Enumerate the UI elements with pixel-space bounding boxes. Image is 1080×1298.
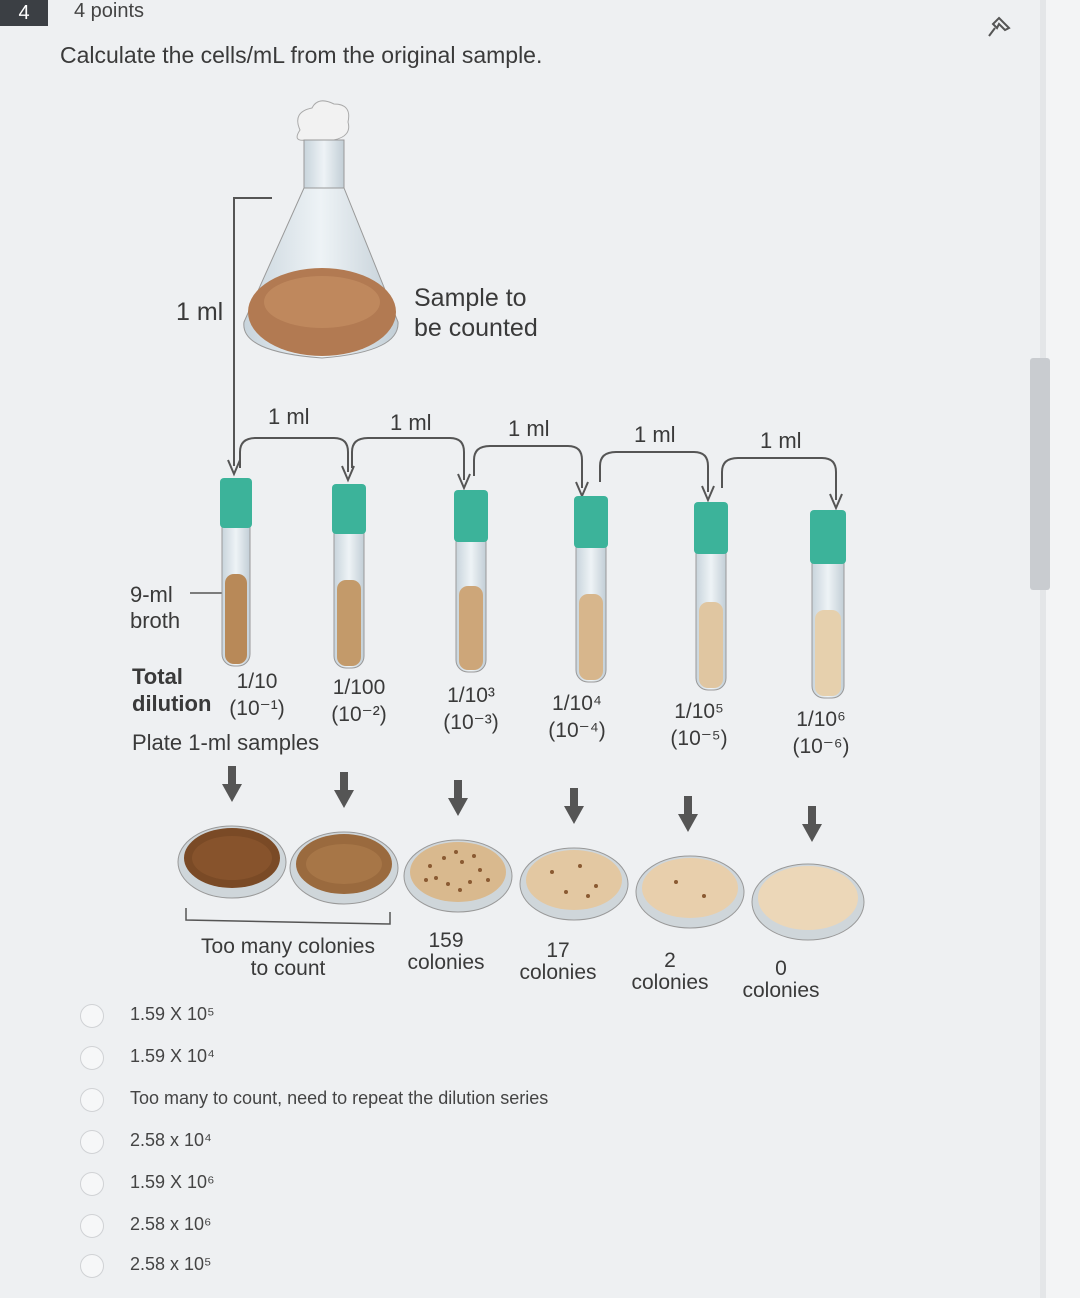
colony-count-5-line2: colonies xyxy=(742,979,820,1002)
tube-5-exponent: (10⁻⁵) xyxy=(670,727,728,750)
colony-count-3-line2: colonies xyxy=(519,961,597,984)
radio-button[interactable] xyxy=(80,1046,104,1070)
question-card: 4 4 points Calculate the cells/mL from t… xyxy=(0,0,1040,1278)
transfer-arrows xyxy=(239,437,843,511)
answer-text: 1.59 X 10⁵ xyxy=(130,1004,215,1024)
tube-4-exponent: (10⁻⁴) xyxy=(548,719,606,742)
colony-count-5-line1: 0 xyxy=(775,957,787,980)
colony-count-5: 0 colonies xyxy=(734,958,828,1002)
pin-icon[interactable] xyxy=(985,12,1017,42)
flask-transfer-arrow xyxy=(233,197,272,466)
petri-plate-1 xyxy=(177,825,287,899)
tube-6-exponent: (10⁻⁶) xyxy=(792,735,850,758)
tube-6-dilution: 1/10⁶ (10⁻⁶) xyxy=(784,706,858,760)
figure-graphics xyxy=(177,100,865,941)
too-many-bracket xyxy=(185,908,391,925)
dilution-tube-4 xyxy=(574,496,608,683)
answer-text: 1.59 X 10⁶ xyxy=(130,1172,215,1192)
tube-3-dilution: 1/10³ (10⁻³) xyxy=(434,682,508,736)
answer-text: 2.58 x 10⁵ xyxy=(130,1254,212,1274)
serial-dilution-figure: 1 ml Sample to be counted 1 ml 1 ml 1 ml… xyxy=(0,90,1040,1010)
broth-label-line2: broth xyxy=(130,608,181,633)
sample-label-line2: be counted xyxy=(414,314,538,342)
radio-button[interactable] xyxy=(80,1088,104,1112)
answer-text: 2.58 x 10⁴ xyxy=(130,1130,212,1150)
colony-count-4-line1: 2 xyxy=(664,949,676,972)
transfer-label-2: 1 ml xyxy=(390,410,432,435)
transfer-label-4: 1 ml xyxy=(634,422,676,447)
tube-6-fraction: 1/10⁶ xyxy=(796,708,846,731)
colony-count-1-line1: Too many colonies xyxy=(201,935,375,958)
colony-count-3: 17 colonies xyxy=(512,940,604,984)
answer-text: Too many to count, need to repeat the di… xyxy=(130,1088,549,1108)
page-scrollbar[interactable] xyxy=(1046,0,1080,1298)
tube-4-fraction: 1/10⁴ xyxy=(552,692,602,715)
question-number: 4 xyxy=(0,0,48,26)
colony-count-2-line1: 159 xyxy=(428,929,464,952)
radio-button[interactable] xyxy=(80,1172,104,1196)
dilution-tube-6 xyxy=(810,510,846,699)
tube-4-dilution: 1/10⁴ (10⁻⁴) xyxy=(540,690,614,744)
petri-plate-5 xyxy=(635,855,745,929)
dilution-tube-3 xyxy=(454,490,488,673)
answer-text: 2.58 x 10⁶ xyxy=(130,1214,212,1234)
transfer-label-5: 1 ml xyxy=(760,428,802,453)
sample-flask xyxy=(243,100,399,359)
tube-1-exponent: (10⁻¹) xyxy=(229,697,285,720)
question-text: Calculate the cells/mL from the original… xyxy=(60,42,543,68)
sample-label-line1: Sample to xyxy=(414,284,527,312)
tube-2-fraction: 1/100 xyxy=(332,676,386,699)
colony-count-3-line1: 17 xyxy=(546,939,570,962)
colony-count-1: Too many colonies to count xyxy=(190,936,386,980)
radio-button[interactable] xyxy=(80,1130,104,1154)
scrollbar-thumb[interactable] xyxy=(1030,358,1050,590)
dilution-tube-1 xyxy=(220,478,252,667)
tube-5-fraction: 1/10⁵ xyxy=(674,700,724,723)
tube-1-fraction: 1/10 xyxy=(236,670,278,693)
transfer-label-1: 1 ml xyxy=(268,404,310,429)
tube-3-exponent: (10⁻³) xyxy=(443,711,499,734)
petri-plate-4 xyxy=(519,847,629,921)
colony-count-1-line2: to count xyxy=(250,957,326,980)
tube-2-exponent: (10⁻²) xyxy=(331,703,387,726)
petri-plate-6 xyxy=(751,863,865,941)
flask-transfer-label: 1 ml xyxy=(176,298,224,326)
broth-label-line1: 9-ml xyxy=(130,582,173,607)
transfer-label-3: 1 ml xyxy=(508,416,550,441)
colony-count-2: 159 colonies xyxy=(400,930,492,974)
petri-plate-2 xyxy=(289,831,399,905)
question-points: 4 points xyxy=(74,0,145,22)
dilution-tube-5 xyxy=(694,502,728,691)
answer-text: 1.59 X 10⁴ xyxy=(130,1046,215,1066)
radio-button[interactable] xyxy=(80,1254,104,1278)
plate-samples-label: Plate 1-ml samples xyxy=(132,730,320,755)
dilution-label: dilution xyxy=(132,691,212,716)
total-label: Total xyxy=(132,664,183,689)
petri-plate-3 xyxy=(403,839,513,913)
tube-1-dilution: 1/10 (10⁻¹) xyxy=(222,668,292,722)
tube-3-fraction: 1/10³ xyxy=(447,684,495,707)
colony-count-2-line2: colonies xyxy=(407,951,485,974)
radio-button[interactable] xyxy=(80,1004,104,1028)
radio-button[interactable] xyxy=(80,1214,104,1238)
dilution-tube-2 xyxy=(332,484,366,669)
tube-2-dilution: 1/100 (10⁻²) xyxy=(322,674,396,728)
colony-count-4: 2 colonies xyxy=(624,950,716,994)
plate-arrows xyxy=(222,766,822,842)
colony-count-4-line2: colonies xyxy=(631,971,709,994)
tube-5-dilution: 1/10⁵ (10⁻⁵) xyxy=(662,698,736,752)
